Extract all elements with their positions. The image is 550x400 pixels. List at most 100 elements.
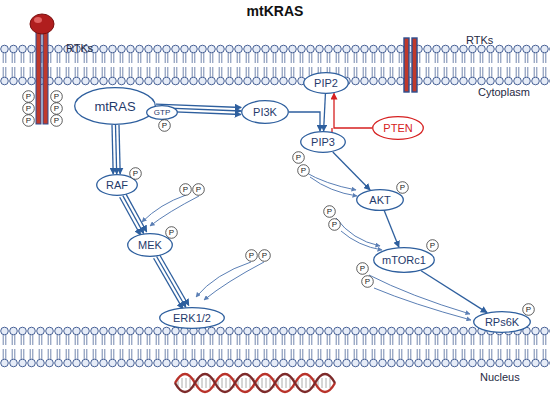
node-label: PI3K — [253, 107, 277, 118]
signal-arrow — [333, 152, 370, 190]
node-label: mTORc1 — [382, 255, 426, 266]
node-shape — [357, 263, 369, 275]
signal-arrow — [421, 271, 487, 313]
node-ellipse: mtRASGTPP — [74, 87, 156, 125]
node-shape — [301, 132, 346, 153]
node-ellipse: mTORc1P — [373, 247, 435, 273]
phosphate-circle: P — [323, 205, 336, 218]
phosphate-circle: P — [396, 181, 409, 194]
phosphate-circle: P — [522, 303, 535, 316]
node-label: PIP2 — [314, 78, 338, 89]
phospho-arc — [341, 231, 382, 250]
node-shape — [159, 120, 171, 132]
phosphate-circle: P — [22, 90, 35, 103]
phosphate-circle: P — [192, 183, 205, 196]
node-label: mtRAS — [94, 100, 135, 113]
node-shape — [160, 308, 225, 329]
phosphate-circle: P — [258, 249, 271, 262]
ligand-highlight — [34, 17, 42, 23]
phosphate-circle: P — [426, 239, 439, 252]
node-shape — [324, 206, 336, 218]
arrow-shaft — [120, 197, 141, 235]
arrow-shaft — [157, 257, 186, 308]
phosphate-circle: P — [50, 90, 63, 103]
node-shape — [23, 103, 35, 115]
node-label: AKT — [369, 195, 390, 206]
node-shape — [373, 117, 424, 140]
node-ellipse: RAFP — [96, 174, 138, 196]
triple-arrow — [112, 125, 120, 174]
node-shape — [246, 250, 258, 262]
receptor-chain — [36, 32, 41, 124]
triple-arrow — [154, 255, 189, 309]
node-shape — [51, 103, 63, 115]
phosphate-label: P — [249, 252, 254, 260]
arrow-shaft — [160, 255, 189, 306]
phosphate-label: P — [526, 306, 531, 314]
inhibition-line — [331, 128, 332, 132]
phosphate-label: P — [365, 278, 370, 286]
phosphate-label: P — [400, 184, 405, 192]
phosphate-circle: P — [328, 218, 341, 231]
phosphate-label: P — [360, 265, 365, 273]
node-ellipse: PI3K — [241, 100, 289, 124]
phosphate-circle: P — [179, 183, 192, 196]
node-shape — [23, 91, 35, 103]
node-shape — [427, 240, 439, 252]
phosphate-label: P — [26, 93, 31, 101]
phospho-arc — [310, 177, 357, 196]
receptor-chain — [43, 32, 48, 124]
phosphate-circle: P — [297, 164, 310, 177]
phospho-arc — [196, 262, 251, 297]
node-label: PTEN — [383, 123, 412, 134]
phosphate-label: P — [54, 93, 59, 101]
phosphate-circle: P — [50, 114, 63, 127]
node-ellipse: GTP — [146, 105, 178, 120]
node-shape — [51, 91, 63, 103]
node-shape — [304, 73, 349, 94]
dna-strand — [175, 374, 335, 392]
ligand-ball — [30, 14, 54, 34]
node-label: PIP3 — [311, 137, 335, 148]
node-shape — [180, 184, 192, 196]
phosphate-circle: P — [165, 226, 178, 239]
node-shape — [298, 165, 310, 177]
phosphate-label: P — [183, 186, 188, 194]
region-label: Nucleus — [480, 371, 520, 383]
arrow-shaft — [112, 125, 113, 174]
signal-arrow — [324, 94, 326, 131]
node-shape — [147, 106, 178, 120]
node-shape — [51, 115, 63, 127]
phosphate-label: P — [54, 117, 59, 125]
phosphate-label: P — [54, 105, 59, 113]
phosphate-label: P — [262, 252, 267, 260]
arrow-shaft — [123, 196, 144, 234]
node-shape — [397, 182, 409, 194]
node-ellipse: MEKP — [127, 233, 173, 257]
node-shape — [357, 190, 404, 211]
node-shape — [166, 227, 178, 239]
node-shape — [128, 234, 173, 257]
node-shape — [523, 304, 535, 316]
phosphate-label: P — [332, 221, 337, 229]
phosphate-circle: P — [158, 119, 171, 132]
phosphate-circle: P — [292, 151, 305, 164]
phosphate-circle: P — [22, 102, 35, 115]
phospho-arc — [150, 196, 199, 226]
node-ellipse: PIP3 — [300, 131, 346, 153]
phosphate-circle: P — [245, 249, 258, 262]
phosphate-label: P — [301, 167, 306, 175]
node-ellipse: RPs6KP — [473, 311, 531, 333]
phosphate-circle: P — [22, 114, 35, 127]
receptor-chain — [412, 38, 417, 92]
phosphate-label: P — [26, 105, 31, 113]
node-shape — [474, 312, 531, 333]
node-ellipse: ERK1/2 — [159, 307, 225, 329]
phosphate-label: P — [26, 117, 31, 125]
node-shape — [293, 152, 305, 164]
phospho-arc — [204, 262, 264, 300]
